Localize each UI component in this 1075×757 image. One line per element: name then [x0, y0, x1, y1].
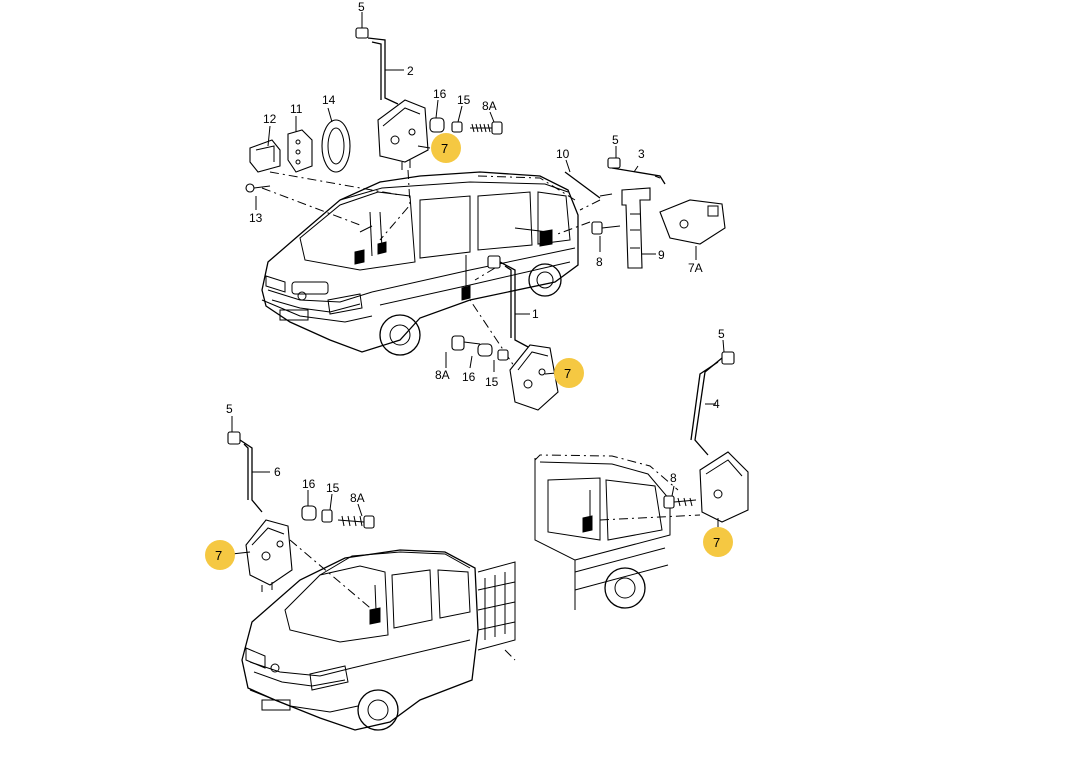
callout-label: 7	[215, 548, 222, 563]
label-5-right: 5	[718, 327, 725, 341]
label-4: 4	[713, 397, 720, 411]
highlight-callouts: 7 7 7 7	[205, 133, 733, 570]
label-15-top: 15	[457, 93, 471, 107]
label-1: 1	[532, 307, 539, 321]
label-16-mid: 16	[462, 370, 476, 384]
actuator-pickup-door	[227, 431, 375, 592]
van-minibus	[261, 171, 579, 356]
label-13: 13	[249, 211, 263, 225]
callout-7-top[interactable]: 7	[431, 133, 461, 163]
callout-circle	[205, 540, 235, 570]
label-15-bottom: 15	[326, 481, 340, 495]
label-12: 12	[263, 112, 277, 126]
label-5-top: 5	[358, 0, 365, 14]
label-16-top: 16	[433, 87, 447, 101]
label-8-rear: 8	[596, 255, 603, 269]
pickup-truck	[241, 539, 516, 731]
label-16-bottom: 16	[302, 477, 316, 491]
label-5-rear: 5	[612, 133, 619, 147]
label-14: 14	[322, 93, 336, 107]
label-11: 11	[290, 102, 303, 116]
part-number-labels: 5 2 16 15 8A 12 11 14 13 5 10 3 9 8 7A 1…	[226, 0, 725, 505]
callout-label: 7	[713, 535, 720, 550]
callout-circle	[431, 133, 461, 163]
callout-7-bottom-left[interactable]: 7	[205, 540, 235, 570]
actuator-front-door	[355, 27, 503, 170]
label-8A-top: 8A	[482, 99, 497, 113]
callout-label: 7	[564, 366, 571, 381]
callout-circle	[554, 358, 584, 388]
label-8A-bottom: 8A	[350, 491, 365, 505]
callout-label: 7	[441, 141, 448, 156]
label-9: 9	[658, 248, 665, 262]
label-8-right: 8	[670, 471, 677, 485]
actuator-sliding-door	[451, 255, 559, 411]
actuator-rear-door	[663, 351, 749, 523]
callout-circle	[703, 527, 733, 557]
label-5-bottom: 5	[226, 402, 233, 416]
label-2: 2	[407, 64, 414, 78]
van-side-partial	[534, 454, 701, 610]
callout-leaders	[231, 145, 719, 555]
label-3: 3	[638, 147, 645, 161]
label-7A: 7A	[688, 261, 703, 275]
label-8A-mid: 8A	[435, 368, 450, 382]
callout-7-right[interactable]: 7	[703, 527, 733, 557]
label-leaders	[231, 12, 725, 517]
label-10: 10	[556, 147, 570, 161]
label-6: 6	[274, 465, 281, 479]
parts-handle-group	[245, 119, 351, 193]
callout-7-middle[interactable]: 7	[554, 358, 584, 388]
rear-door-lock-group	[564, 157, 726, 269]
label-15-mid: 15	[485, 375, 499, 389]
leader-lines-top	[261, 169, 601, 376]
